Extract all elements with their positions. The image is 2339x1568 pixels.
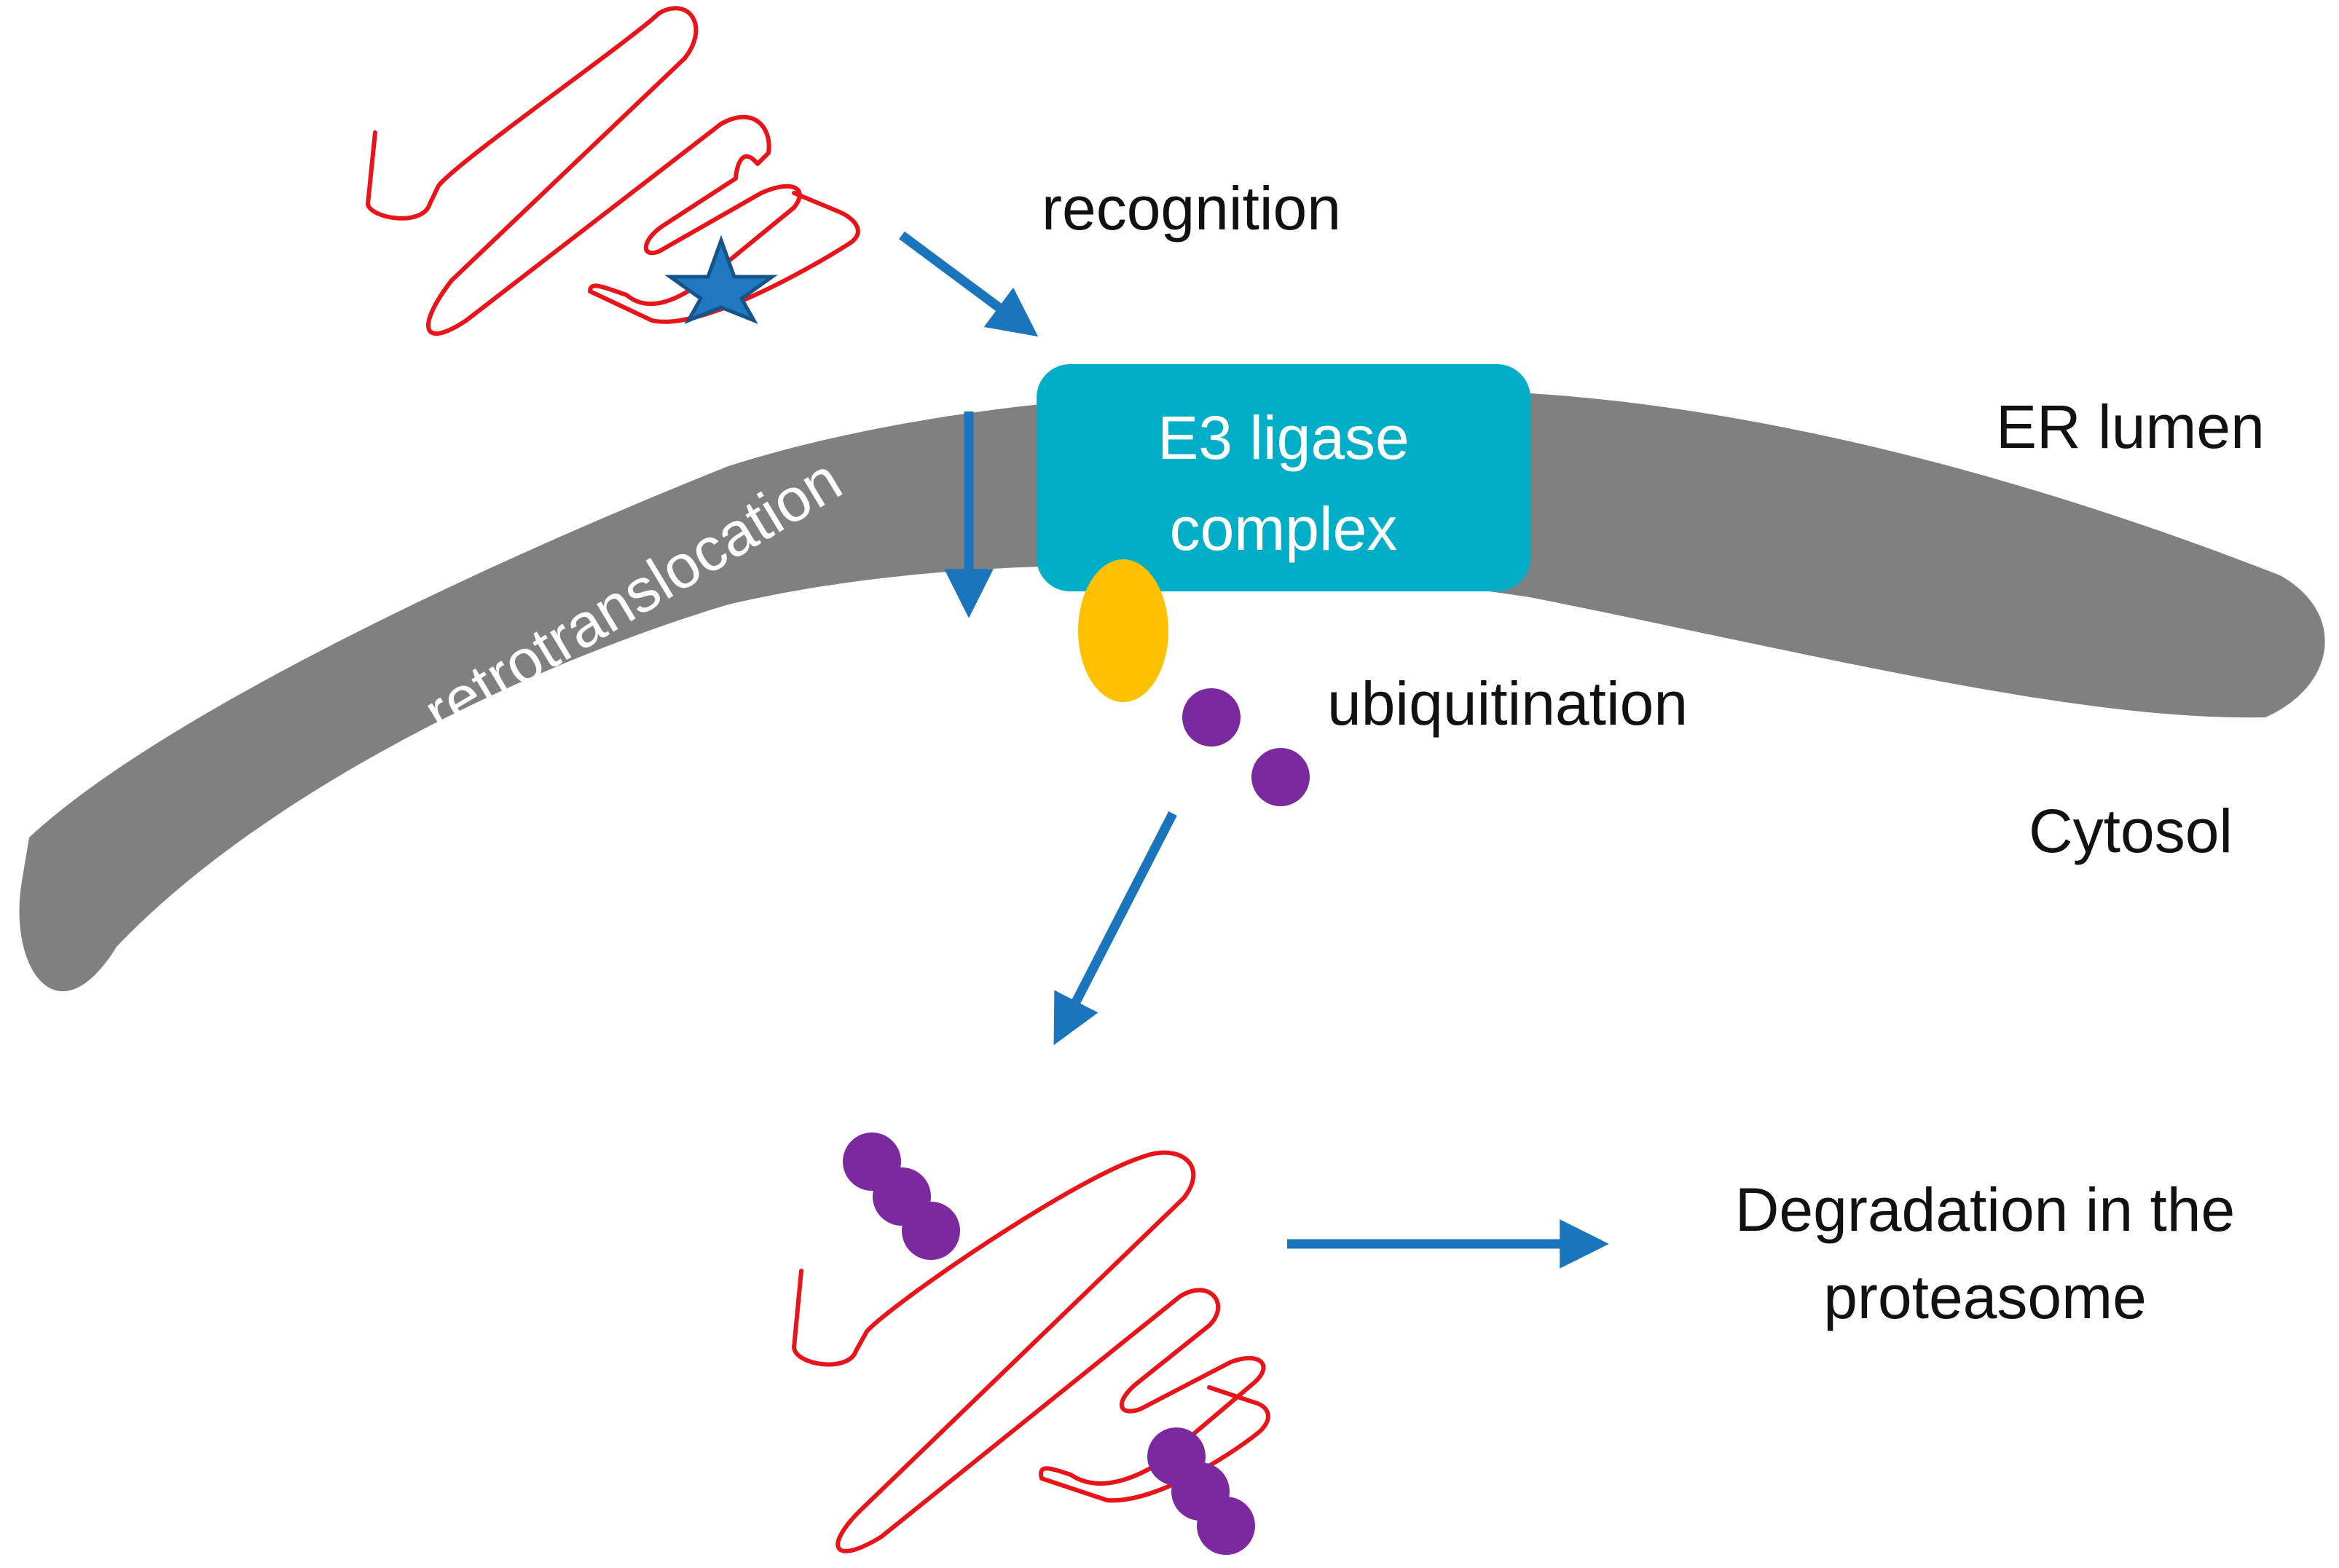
misfolded-protein (366, 6, 860, 336)
ubiquitination-arrow (1053, 811, 1177, 1046)
ubiquitination-label: ubiquitination (1327, 669, 1688, 738)
er-lumen-label: ER lumen (1996, 393, 2265, 461)
polyubiquitin-bead (902, 1202, 960, 1260)
ubiquitin (1182, 688, 1241, 746)
degradation-label-line2: proteasome (1823, 1263, 2147, 1331)
ubiquitin (1251, 748, 1310, 806)
cytosol-label: Cytosol (2029, 797, 2233, 865)
protein-chain (366, 6, 860, 336)
polyubiquitin-bead (1197, 1497, 1255, 1555)
degradation-label-line1: Degradation in the (1735, 1175, 2235, 1244)
ubiquitinated-protein (792, 1132, 1270, 1555)
recognition-label: recognition (1042, 174, 1341, 243)
misfolding-star-icon (664, 235, 778, 324)
recognition-arrow (899, 231, 1039, 337)
e3-label-line2: complex (1170, 495, 1398, 563)
e3-ligase-complex (1037, 364, 1530, 591)
e2-enzyme (1078, 559, 1168, 702)
er-membrane (19, 388, 2325, 992)
e3-label-line1: E3 ligase (1157, 403, 1410, 472)
protein-chain (792, 1150, 1270, 1553)
